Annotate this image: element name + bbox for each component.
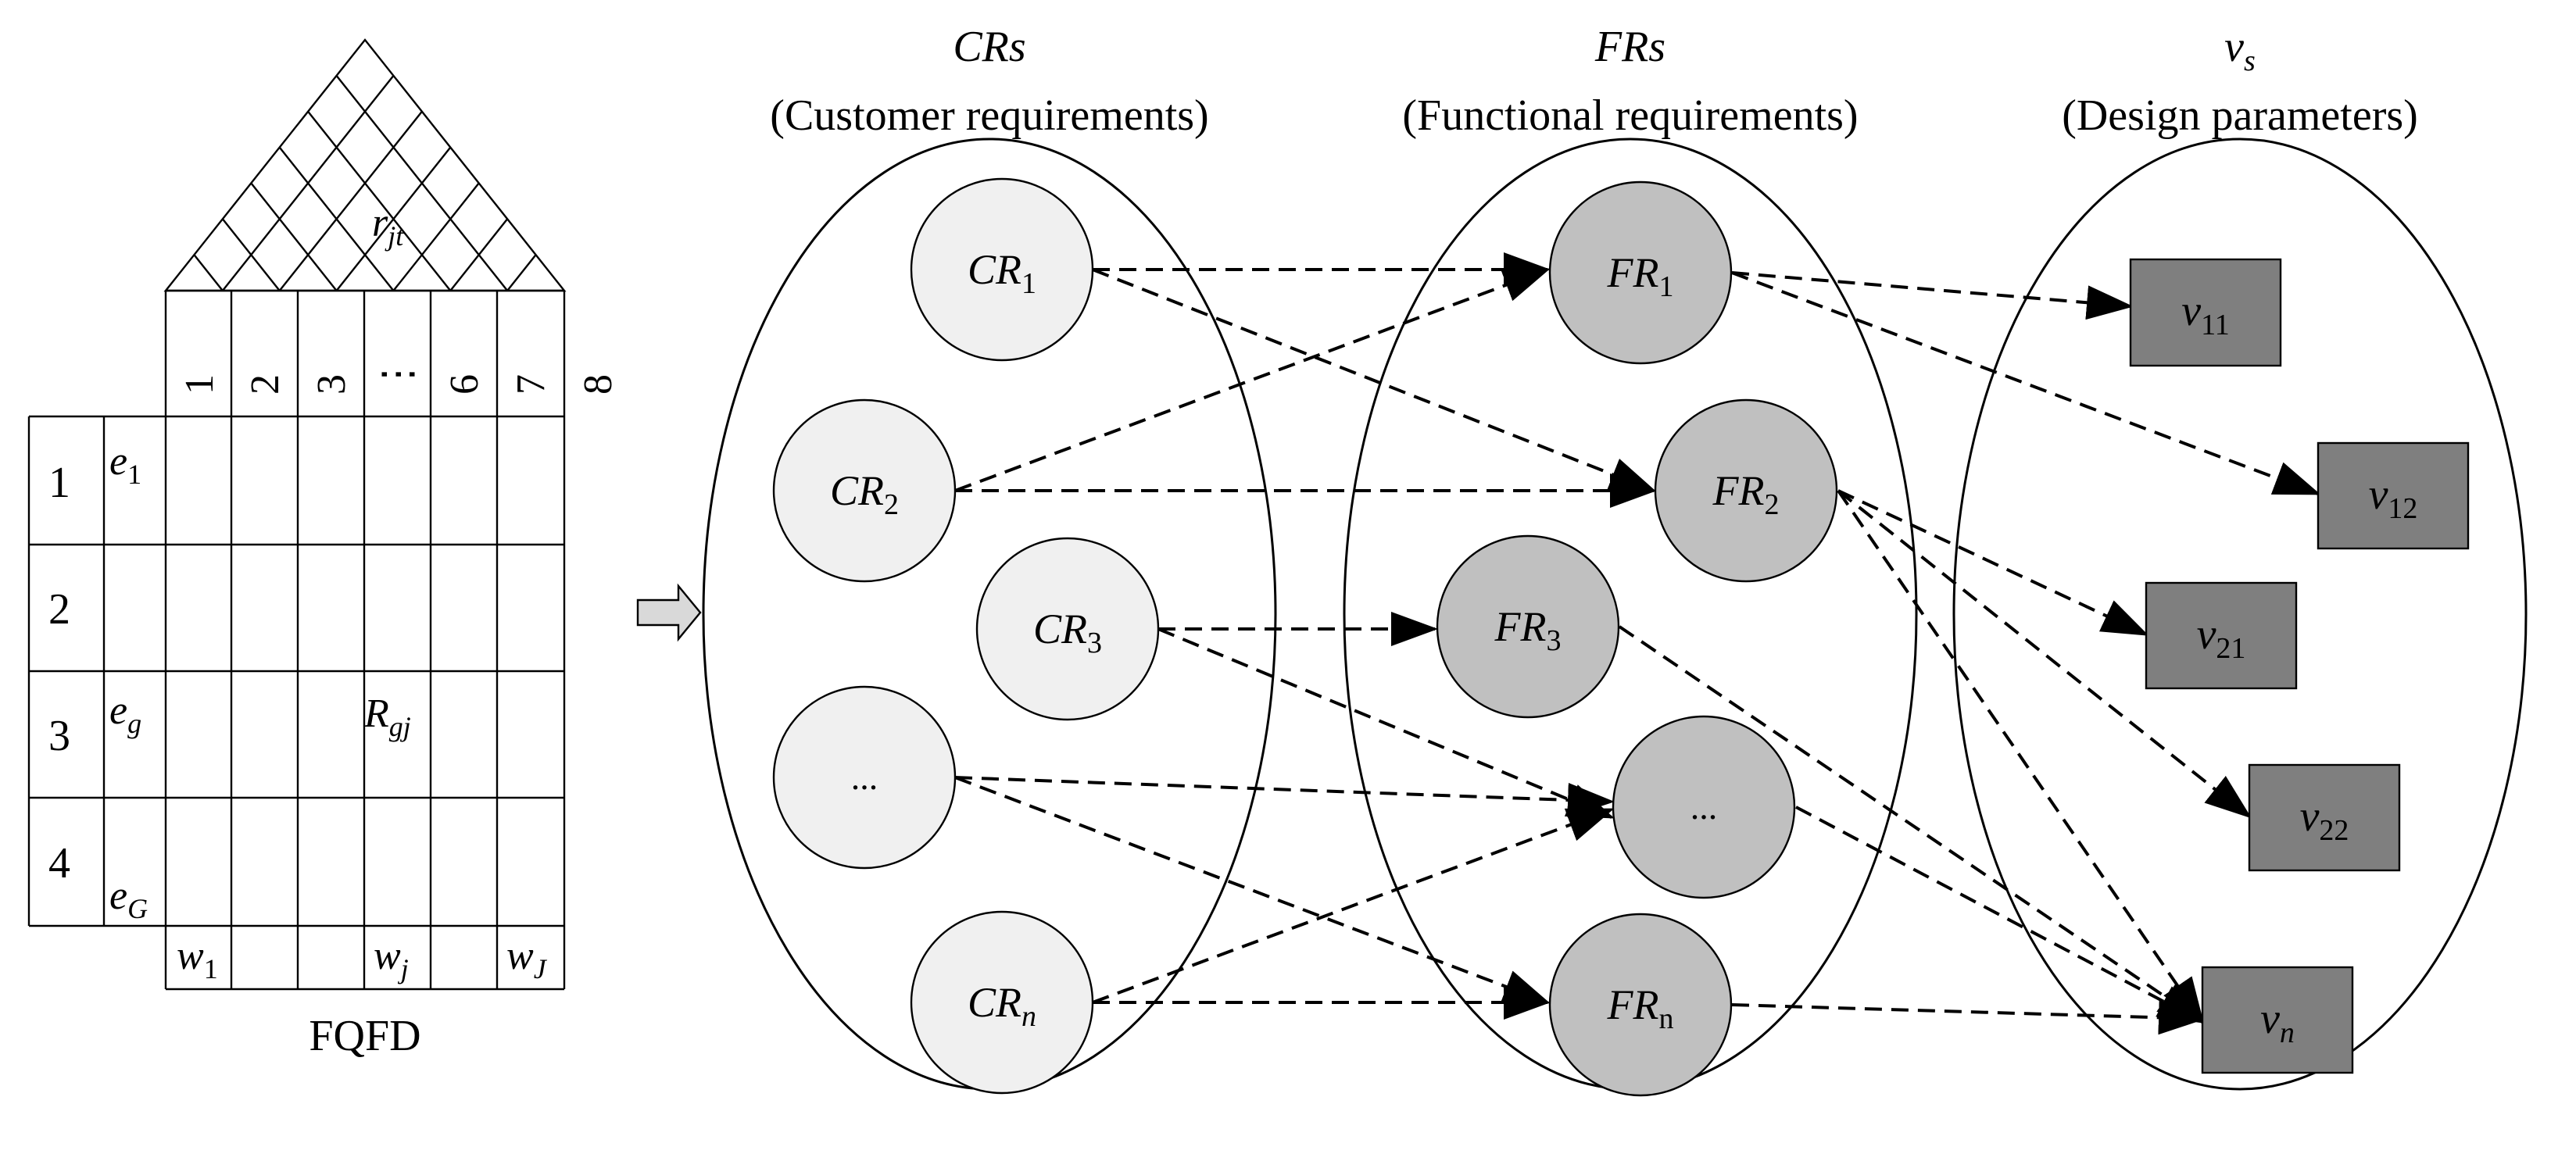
col-number: ⋮	[376, 354, 420, 395]
col-number: 1	[177, 374, 222, 395]
row-number: 1	[48, 459, 70, 507]
cr-node[interactable]: ...	[772, 685, 957, 870]
svg-text:v21: v21	[2197, 610, 2246, 665]
column-numbers: 1 2 3 ⋮ 6 7 8	[177, 354, 621, 395]
svg-text:vs: vs	[2224, 23, 2256, 77]
roof-grid-line	[307, 110, 452, 291]
arrow-fr2-v21	[1837, 489, 2149, 636]
col-number: 6	[442, 374, 487, 395]
svg-text:FR3: FR3	[1494, 603, 1562, 657]
roof-grid-line	[250, 182, 338, 291]
svg-text:CRs: CRs	[953, 23, 1025, 71]
svg-text:v12: v12	[2369, 470, 2418, 525]
fr-node[interactable]: FR1	[1548, 180, 1733, 365]
v-group-ellipse	[1952, 138, 2528, 1091]
eg-label: eg	[109, 688, 141, 739]
v-node[interactable]: v11	[2129, 258, 2282, 367]
arrow-fr3-vn	[1618, 625, 2206, 1024]
arrow-crdots-frdots	[954, 776, 1615, 817]
roof-grid-line	[221, 218, 281, 291]
v-nodes: v11 v12 v21 v22 vn	[2129, 258, 2470, 1074]
svg-text:...: ...	[1690, 787, 1718, 827]
eG-label: eG	[109, 874, 148, 924]
svg-text:FR2: FR2	[1712, 467, 1780, 521]
svg-text:CR2: CR2	[830, 467, 899, 521]
cr-node[interactable]: CR2	[772, 398, 957, 583]
row-number: 4	[48, 839, 70, 888]
cr-node[interactable]: CRn	[910, 910, 1094, 1095]
svg-text:CR3: CR3	[1033, 606, 1102, 659]
cr-node[interactable]: CR1	[910, 177, 1094, 362]
svg-text:...: ...	[851, 757, 878, 797]
svg-text:(Design parameters): (Design parameters)	[2062, 91, 2418, 140]
fqfd-caption: FQFD	[309, 1012, 420, 1060]
v-node[interactable]: vn	[2201, 966, 2354, 1074]
svg-text:FRs: FRs	[1594, 23, 1665, 71]
roof-grid-line	[392, 182, 480, 291]
v-group-title: vs (Design parameters)	[2062, 23, 2418, 140]
wJ-label: wJ	[506, 934, 548, 984]
row-number: 2	[48, 585, 70, 634]
arrow-cr3-frdots	[1157, 627, 1615, 819]
w1-label: w1	[177, 934, 218, 984]
v-node[interactable]: v12	[2317, 441, 2470, 550]
roof-grid-line	[335, 75, 509, 291]
svg-text:v11: v11	[2181, 287, 2229, 341]
wj-label: wj	[374, 934, 409, 984]
mapping-arrows	[954, 252, 2321, 1035]
svg-text:CRn: CRn	[968, 979, 1036, 1033]
fr-nodes: FR1 FR2 FR3 ... FRn	[1436, 180, 1838, 1097]
col-number: 8	[576, 374, 621, 395]
roof-grid-line	[278, 146, 395, 291]
svg-text:vn: vn	[2260, 995, 2295, 1049]
roof-correlation-matrix	[163, 38, 567, 292]
cr-group-title: CRs (Customer requirements)	[770, 23, 1208, 140]
roof-grid-line	[278, 110, 423, 291]
row-numbers: 1 2 3 4	[48, 459, 70, 888]
roof-grid-line	[506, 254, 537, 291]
col-number: 2	[243, 374, 288, 395]
arrow-cr1-fr2	[1092, 268, 1657, 492]
relationship-label: Rgj	[363, 691, 411, 742]
fr-node[interactable]: ...	[1612, 715, 1796, 899]
svg-text:v22: v22	[2300, 792, 2349, 847]
v-node[interactable]: v22	[2248, 763, 2401, 872]
cr-nodes: CR1 CR2 CR3 ... CRn	[772, 177, 1160, 1095]
fqfd-matrix	[27, 289, 566, 991]
col-number: 3	[309, 374, 354, 395]
arrow-frdots-vn	[1795, 806, 2206, 1024]
arrow-frn-vn	[1731, 1000, 2206, 1035]
row-number: 3	[48, 712, 70, 760]
roof-grid-line	[193, 254, 224, 291]
arrow-fr2-v22	[1837, 489, 2252, 819]
svg-text:FR1: FR1	[1607, 249, 1674, 303]
fr-node[interactable]: FR3	[1436, 534, 1620, 719]
e1-label: e1	[109, 439, 141, 490]
fqfd-house: rjt 1 2 3 ⋮	[27, 38, 621, 1060]
arrow-crn-frdots	[1092, 808, 1615, 1004]
block-arrow-icon	[636, 583, 702, 642]
arrow-fr2-vn	[1837, 489, 2205, 1025]
roof-label: rjt	[372, 201, 404, 252]
v-node[interactable]: v21	[2145, 581, 2298, 690]
cr-node[interactable]: CR3	[975, 537, 1160, 721]
col-number: 7	[509, 374, 553, 395]
svg-text:(Functional requirements): (Functional requirements)	[1402, 91, 1858, 140]
svg-text:FRn: FRn	[1607, 981, 1674, 1035]
svg-text:CR1: CR1	[968, 246, 1036, 300]
arrow-fr1-v11	[1731, 271, 2134, 320]
fr-node[interactable]: FR2	[1654, 398, 1838, 583]
svg-text:(Customer requirements): (Customer requirements)	[770, 91, 1208, 140]
fr-node[interactable]: FRn	[1548, 913, 1733, 1097]
fr-group-title: FRs (Functional requirements)	[1402, 23, 1858, 140]
